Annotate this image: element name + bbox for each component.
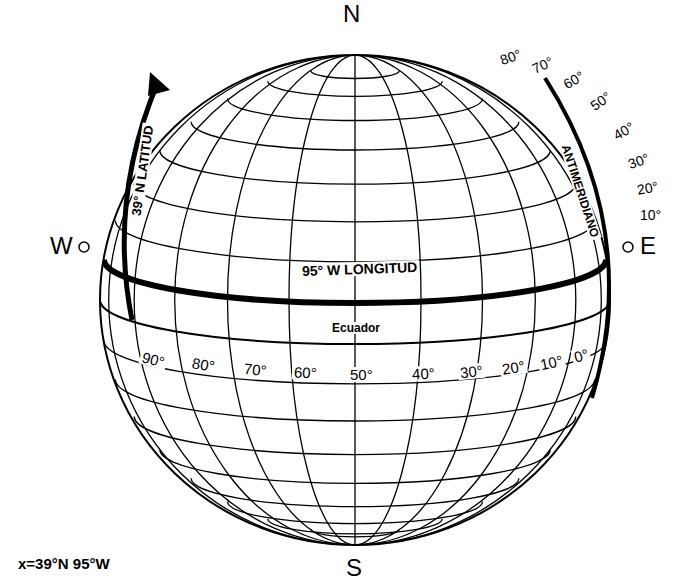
longitude-number: 10° <box>537 352 566 372</box>
longitude-number: 70° <box>241 361 269 379</box>
longitude-number: 60° <box>292 364 319 380</box>
longitude-number: 0° <box>570 346 592 365</box>
latitude-number: 30° <box>626 151 651 171</box>
longitude-number: 80° <box>189 355 218 374</box>
longitude-number: 40° <box>410 365 437 381</box>
arrow-head <box>148 72 170 96</box>
location-note: x=39°N 95°W <box>18 556 110 571</box>
longitude-label: 95° W LONGITUD <box>300 260 420 278</box>
globe-outline <box>100 55 610 545</box>
longitude-number: 30° <box>457 363 485 381</box>
antimeridian-line <box>545 78 609 398</box>
parallel <box>115 380 594 421</box>
latitude-number: 80° <box>498 47 523 67</box>
parallel <box>104 340 606 383</box>
south-label: S <box>346 556 362 580</box>
parallel <box>134 416 576 454</box>
latitude-number: 40° <box>611 120 636 143</box>
east-point <box>623 242 633 252</box>
parallel <box>160 150 551 184</box>
graticule <box>100 55 610 545</box>
west-point <box>79 242 89 252</box>
parallel <box>268 81 442 96</box>
latitude-number: 60° <box>561 69 586 92</box>
latitude-number: 20° <box>636 179 659 196</box>
latitude-number: 70° <box>530 54 555 76</box>
east-label: E <box>640 234 656 258</box>
latitude-number: 10° <box>640 208 661 222</box>
parallel <box>228 98 483 120</box>
equator-label: Ecuador <box>330 322 382 334</box>
parallel <box>115 220 594 261</box>
parallel <box>191 122 519 150</box>
longitude-number: 50° <box>348 367 375 382</box>
parallel <box>134 184 576 222</box>
parallel <box>191 478 519 506</box>
longitude-line-bold <box>104 260 606 303</box>
equator-line <box>100 300 610 344</box>
latitude-meridian-bold <box>124 82 158 320</box>
latitude-number: 50° <box>588 89 613 113</box>
parallel <box>311 71 400 79</box>
parallel <box>228 502 483 524</box>
north-label: N <box>343 2 360 26</box>
longitude-number: 20° <box>499 358 528 377</box>
west-label: W <box>50 234 73 258</box>
